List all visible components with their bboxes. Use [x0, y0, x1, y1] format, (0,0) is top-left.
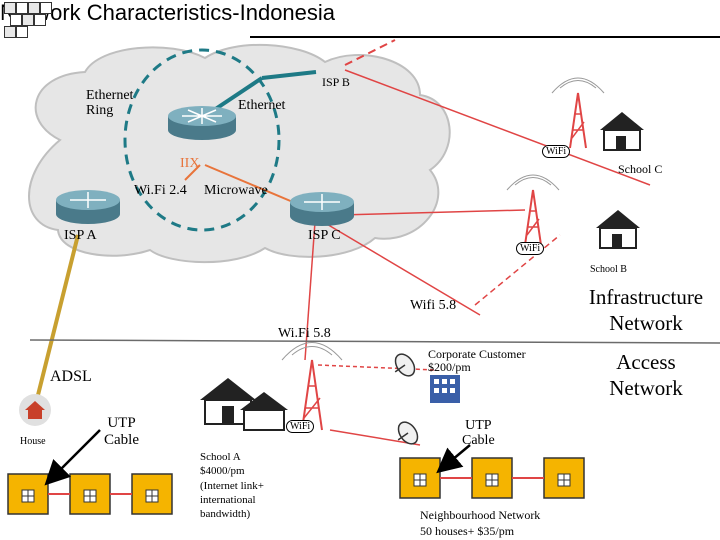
school-c-icon	[600, 112, 644, 151]
arrow-adsl-icon	[44, 429, 101, 486]
house-icon	[19, 394, 51, 426]
link-isp-b-school-c-1	[344, 39, 396, 66]
link-isp-a-adsl	[36, 234, 80, 396]
label-iix: IIX	[180, 156, 200, 171]
home-left-3-icon	[131, 473, 173, 515]
wifi-badge-central: WiFi	[286, 420, 315, 433]
dish-corporate-icon	[394, 353, 416, 377]
link-iix-wifi	[184, 164, 201, 181]
label-microwave: Microwave	[204, 183, 268, 198]
tower-central-icon	[281, 342, 343, 431]
router-isp-c	[290, 192, 354, 226]
home-left-1-icon	[7, 473, 49, 515]
link-ispc-school-b	[339, 209, 526, 216]
deco-square	[16, 2, 28, 14]
dish-neighbourhood-icon	[397, 421, 419, 445]
label-wifi-58-a: Wifi 5.8	[410, 298, 457, 313]
home-right-1-icon	[399, 457, 441, 499]
link-wifi58-corporate	[317, 364, 436, 371]
label-wifi-24: Wi.Fi 2.4	[134, 183, 187, 198]
corporate-building-icon	[430, 375, 460, 403]
link-isp-c-wifi58	[319, 219, 481, 316]
tower-school-c-icon	[551, 77, 605, 149]
title-rule	[250, 36, 720, 38]
link-microwave	[204, 164, 301, 206]
legend-infrastructure: Infrastructure Network	[588, 285, 704, 336]
deco-square	[4, 26, 16, 38]
label-wifi-58-b: Wi.Fi 5.8	[278, 326, 331, 341]
school-b-icon	[596, 210, 640, 249]
label-school-a: School A $4000/pm (Internet link+ intern…	[200, 451, 264, 521]
label-school-b: School B	[590, 264, 627, 275]
label-utp-cable-left: UTP Cable	[104, 415, 139, 448]
link-isp-b-school-c-2	[344, 69, 651, 186]
home-left-2-icon	[69, 473, 111, 515]
link-ethernet-isp-b	[261, 70, 317, 80]
wifi-badge-school-b: WiFi	[516, 242, 545, 255]
link-wifi58-school-b	[474, 234, 561, 306]
legend-access: Access Network	[609, 350, 683, 401]
deco-square	[40, 2, 52, 14]
ethernet-ring-dashed	[123, 48, 281, 232]
label-utp-cable-right: UTP Cable	[462, 418, 495, 449]
label-ethernet: Ethernet	[238, 98, 286, 113]
router-ethernet-ring	[168, 106, 236, 140]
label-neighbourhood: Neighbourhood Network 50 houses+ $35/pm	[420, 508, 541, 538]
router-isp-a	[56, 190, 120, 224]
school-a-house2-icon	[240, 392, 288, 431]
deco-square	[4, 2, 16, 14]
home-right-2-icon	[471, 457, 513, 499]
legend-divider	[29, 339, 720, 344]
label-house: House	[20, 436, 46, 447]
label-corporate-customer: Corporate Customer $200/pm	[428, 347, 526, 375]
label-isp-c: ISP C	[308, 228, 341, 243]
arrow-utp-icon	[436, 444, 471, 474]
deco-square	[16, 26, 28, 38]
tower-school-b-icon	[506, 174, 560, 246]
label-school-c: School C	[618, 162, 663, 176]
link-isp-c-tower	[304, 221, 316, 361]
page-title: Network Characteristics-Indonesia	[0, 0, 336, 25]
home-right-3-icon	[543, 457, 585, 499]
deco-square	[28, 2, 40, 14]
link-tower-neighbourhood	[329, 429, 421, 446]
wifi-badge-school-c: WiFi	[542, 145, 571, 158]
label-adsl: ADSL	[50, 368, 92, 385]
deco-square	[10, 14, 22, 26]
deco-square	[22, 14, 34, 26]
label-ethernet-ring: Ethernet Ring	[86, 88, 134, 119]
label-isp-b: ISP B	[322, 75, 350, 89]
label-isp-a: ISP A	[64, 228, 97, 243]
deco-square	[34, 14, 46, 26]
